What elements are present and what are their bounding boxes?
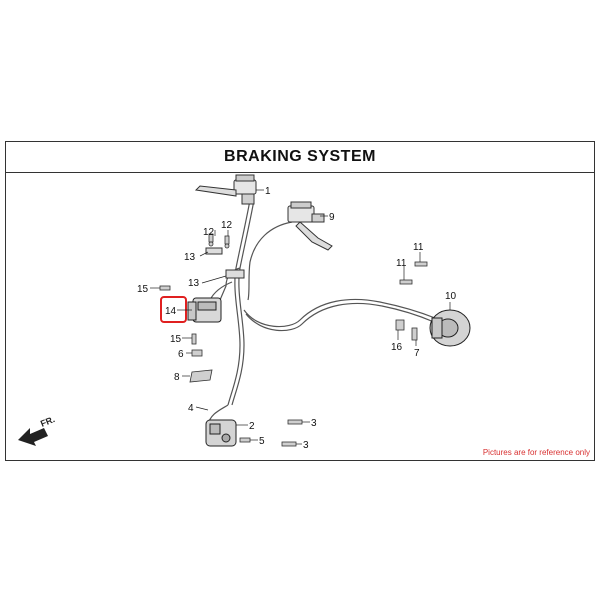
bolt-15-upper xyxy=(159,285,171,291)
callout-1: 1 xyxy=(265,186,271,197)
callout-5: 5 xyxy=(259,436,265,447)
callout-8: 8 xyxy=(174,372,180,383)
callout-2: 2 xyxy=(249,421,255,432)
leader-lines xyxy=(150,189,451,445)
rear-master-cylinder xyxy=(287,201,333,251)
callout-13-upper: 13 xyxy=(184,252,196,263)
front-caliper xyxy=(205,419,237,447)
callout-15-lower: 15 xyxy=(170,334,182,345)
part-14-highlight xyxy=(160,296,187,323)
bolts-3 xyxy=(281,419,303,447)
callout-4: 4 xyxy=(188,403,194,414)
bolt-15-lower xyxy=(191,333,197,345)
callout-16: 16 xyxy=(391,342,403,353)
clip-7 xyxy=(411,327,418,341)
callout-13-lower: 13 xyxy=(188,278,200,289)
hose-rear xyxy=(243,298,436,328)
hose-junction-upper xyxy=(205,247,245,279)
hose-front-left xyxy=(227,199,251,406)
hose-upper xyxy=(247,221,293,301)
clamp-6 xyxy=(191,349,203,357)
bolts-11 xyxy=(399,261,428,285)
callout-15-upper: 15 xyxy=(137,284,149,295)
callout-11-lower: 11 xyxy=(396,258,407,269)
arrow-left-icon xyxy=(18,428,48,446)
callout-14: 14 xyxy=(165,306,177,317)
hose-front-left-b xyxy=(231,199,255,406)
callout-9: 9 xyxy=(329,212,335,223)
callout-10: 10 xyxy=(445,291,457,302)
callout-7: 7 xyxy=(414,348,420,359)
diagram-frame: BRAKING SYSTEM xyxy=(5,141,595,461)
callout-3-upper: 3 xyxy=(311,418,317,429)
brake-hoses xyxy=(207,199,436,426)
callout-12-left: 12 xyxy=(203,227,215,238)
rear-caliper xyxy=(429,309,471,347)
hose-rear-b xyxy=(245,302,435,332)
reference-note: Pictures are for reference only xyxy=(482,448,590,457)
callout-11-upper: 11 xyxy=(413,242,424,253)
page-title: BRAKING SYSTEM xyxy=(224,148,376,165)
direction-label: FR. xyxy=(39,414,56,429)
bolt-12-set xyxy=(208,233,230,249)
abs-module xyxy=(187,297,222,323)
callout-12-right: 12 xyxy=(221,220,233,231)
callout-6: 6 xyxy=(178,349,184,360)
callout-3-lower: 3 xyxy=(303,440,309,451)
title-bar: BRAKING SYSTEM xyxy=(6,142,594,173)
front-direction-arrow: FR. xyxy=(18,414,56,446)
fitting-16 xyxy=(395,319,405,331)
bolt-5 xyxy=(239,437,251,443)
bracket-8 xyxy=(189,369,213,383)
front-master-cylinder xyxy=(194,174,257,205)
